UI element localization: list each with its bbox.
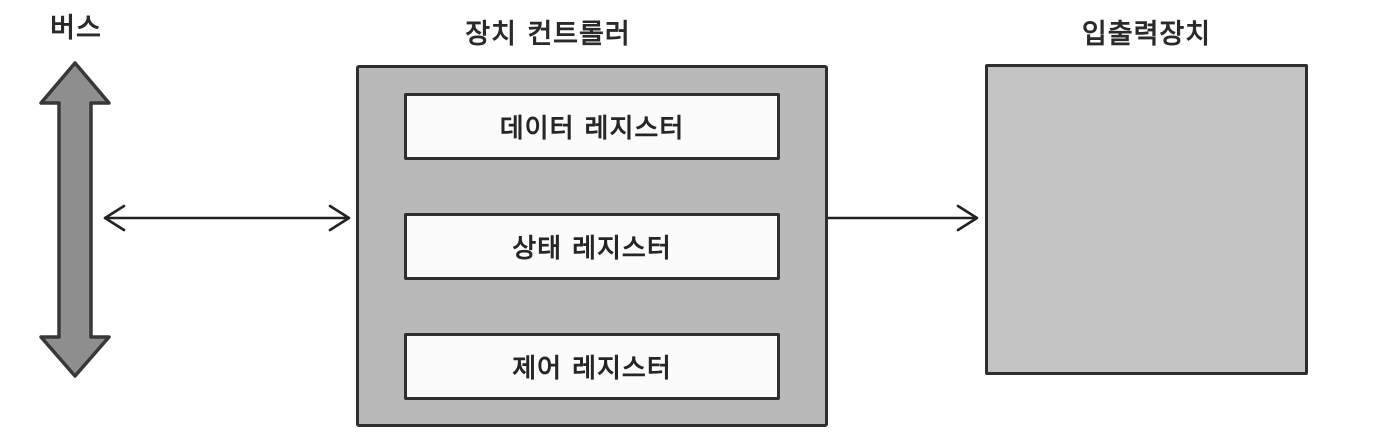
bus-controller-arrow bbox=[103, 204, 351, 232]
io-device-title: 입출력장치 bbox=[1081, 19, 1212, 50]
io-device-box bbox=[985, 64, 1308, 375]
data-register-label: 데이터 레지스터 bbox=[499, 114, 685, 144]
device-controller-box: 데이터 레지스터 상태 레지스터 제어 레지스터 bbox=[356, 65, 828, 427]
bus-label: 버스 bbox=[50, 13, 102, 44]
data-register-box: 데이터 레지스터 bbox=[404, 93, 780, 160]
status-register-box: 상태 레지스터 bbox=[404, 213, 780, 280]
controller-title: 장치 컨트롤러 bbox=[465, 19, 631, 50]
control-register-label: 제어 레지스터 bbox=[512, 354, 672, 384]
control-register-box: 제어 레지스터 bbox=[404, 333, 780, 400]
status-register-label: 상태 레지스터 bbox=[512, 234, 672, 264]
bus-arrow bbox=[39, 61, 111, 378]
